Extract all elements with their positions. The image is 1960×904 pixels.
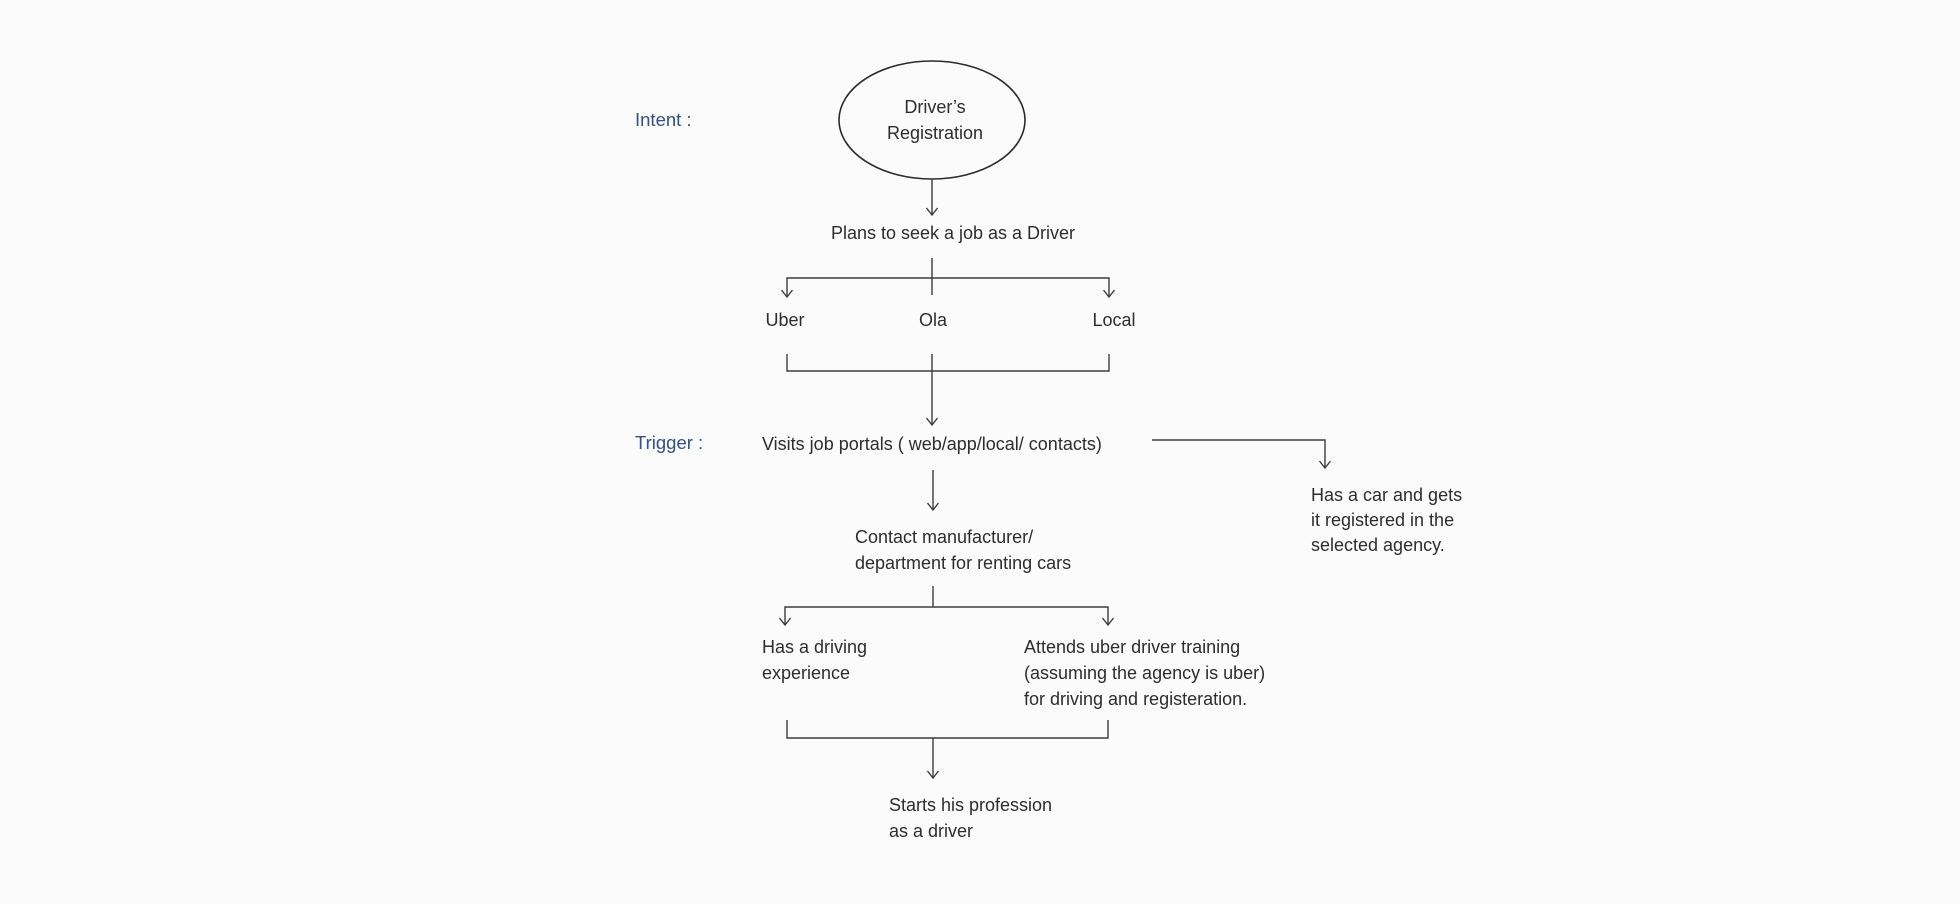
starts-node: Starts his profession as a driver [889, 795, 1053, 841]
start-node: Driver’s Registration [886, 97, 984, 143]
contact-node: Contact manufacturer/ department for ren… [855, 527, 1072, 573]
option-uber: Uber [765, 310, 805, 330]
experience-node: Has a driving experience [762, 637, 868, 683]
arrow-start-to-plans [925, 179, 939, 217]
branch-to-agencies [780, 258, 1116, 299]
branch-from-contact [778, 586, 1115, 627]
trigger-label: Trigger : [635, 432, 704, 453]
intent-label: Intent : [635, 109, 692, 130]
merge-to-starts [786, 720, 1109, 780]
option-local: Local [1092, 310, 1136, 330]
visits-node: Visits job portals ( web/app/local/ cont… [762, 434, 1102, 454]
option-ola: Ola [918, 310, 948, 330]
training-node: Attends uber driver training (assuming t… [1024, 637, 1266, 709]
plans-node: Plans to seek a job as a Driver [830, 223, 1076, 243]
merge-from-agencies [786, 354, 1110, 427]
connector-visits-to-has-car [1152, 439, 1332, 470]
has-car-node: Has a car and gets it registered in the … [1311, 485, 1463, 555]
arrow-visits-to-contact [926, 470, 940, 512]
